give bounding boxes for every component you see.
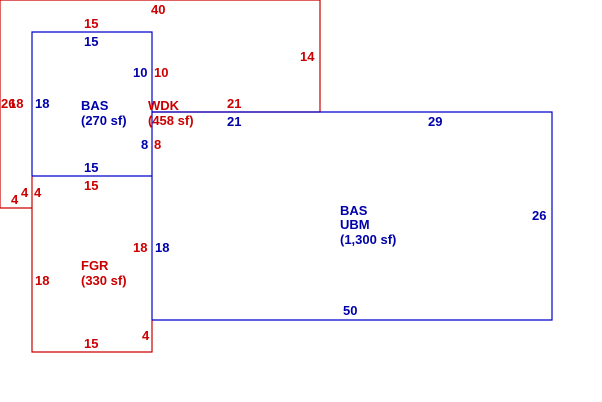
dim-main-bottom: 50: [343, 303, 357, 318]
bas-upper-code: BAS: [81, 98, 109, 113]
dim-wdk-inner-right: 10: [154, 65, 168, 80]
dim-fgr-right: 18: [133, 240, 147, 255]
dim-main-top: 29: [428, 114, 442, 129]
dim-wdk-inner-step: 8: [154, 137, 161, 152]
dim-bas-top: 15: [84, 34, 98, 49]
dim-fgr-left: 18: [35, 273, 49, 288]
dim-fgr-top: 15: [84, 178, 98, 193]
bas-upper-outline: [31, 31, 153, 176]
dim-wdk-step: 4: [34, 185, 42, 200]
dim-bas-bottom: 15: [84, 160, 98, 175]
fgr-code: FGR: [81, 258, 109, 273]
dim-wdk-right: 14: [300, 49, 315, 64]
dim-wdk-left-a: 26: [1, 96, 15, 111]
dim-wdk-inner-top: 15: [84, 16, 98, 31]
fgr-area: (330 sf): [81, 273, 127, 288]
dim-wdk-left-b: 18: [9, 96, 23, 111]
dim-wdk-top: 40: [151, 2, 165, 17]
dim-main-left: 18: [155, 240, 169, 255]
dim-wdk-bottom-left: 4: [11, 192, 19, 207]
bas-main-code2: UBM: [340, 217, 370, 232]
dim-fgr-corner: 4: [142, 328, 150, 343]
dim-main-left-top: 21: [227, 114, 241, 129]
dim-bas-left: 18: [35, 96, 49, 111]
bas-main-outline: [152, 111, 553, 321]
dim-main-right: 26: [532, 208, 546, 223]
bas-upper-area: (270 sf): [81, 113, 127, 128]
bas-main-area: (1,300 sf): [340, 232, 396, 247]
dim-wdk-inner-bottom: 21: [227, 96, 241, 111]
wdk-code: WDK: [148, 98, 180, 113]
dim-fgr-bottom: 15: [84, 336, 98, 351]
bas-main-code: BAS: [340, 203, 368, 218]
dim-fgr-left-step: 4: [21, 185, 29, 200]
wdk-area: (458 sf): [148, 113, 194, 128]
dim-bas-right: 10: [133, 65, 147, 80]
dim-bas-step: 8: [141, 137, 148, 152]
fgr-outline: [31, 176, 153, 353]
